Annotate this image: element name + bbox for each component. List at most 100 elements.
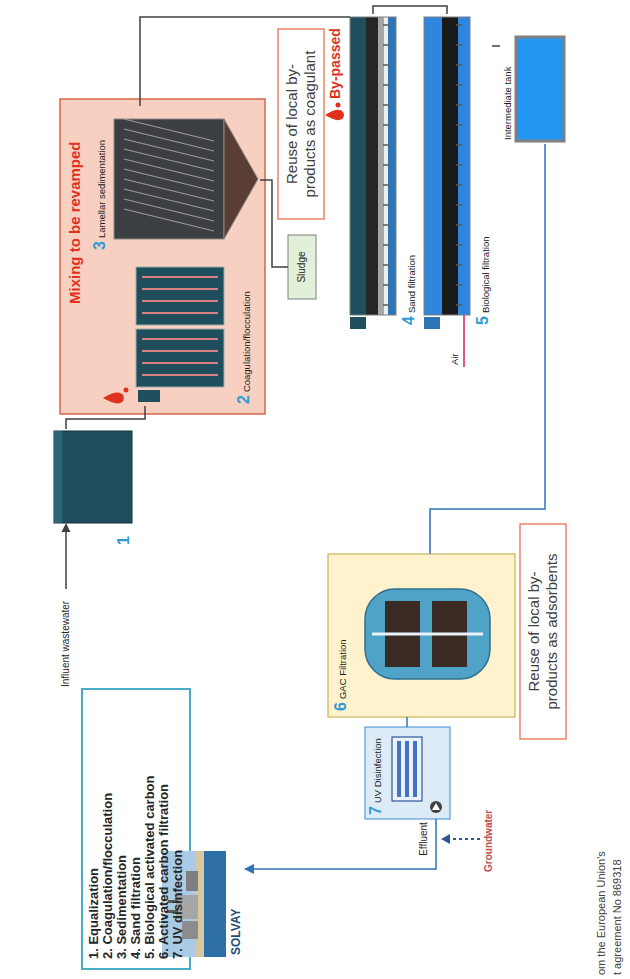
air-line [463, 315, 465, 367]
equalization-tank-drawing [54, 431, 62, 523]
step-number: 1 [116, 536, 132, 545]
groundwater-arrow [449, 838, 480, 840]
biological-filter-drawing [424, 317, 440, 329]
list-item: 3. Sedimentation [115, 855, 129, 959]
unit-label: Intermediate tank [502, 67, 513, 140]
uv-unit-fill [365, 727, 450, 819]
list-item: 7. UV disinfection [171, 850, 185, 959]
step-number: 5 [475, 316, 491, 325]
equalization-tank: 1 [52, 429, 134, 547]
callout-text: Reuse of local by- products as adsorbent… [525, 547, 561, 717]
flow-line [260, 180, 288, 267]
filter-unit: 5 Biological filtration [424, 14, 492, 329]
funding-note: t agreement No 869318 [611, 859, 624, 975]
gac-vessel [372, 633, 483, 636]
gac-unit-fill [328, 554, 515, 717]
air-line [464, 315, 465, 367]
label-anchor: Effluent [418, 820, 430, 858]
label-anchor: Influent wastewater [60, 601, 72, 687]
sand-filter-drawing [350, 317, 366, 329]
unit-label: UV Disinfection [372, 738, 383, 803]
uv-reactor [392, 737, 442, 813]
step-number: 3 [92, 241, 108, 250]
gac-unit: 6GAC Filtration [328, 554, 515, 717]
lamellar-settler [114, 119, 224, 239]
sand-filter-drawing [378, 17, 384, 315]
sand-filter-drawing [383, 25, 389, 305]
intermediate-tank-drawing [516, 37, 564, 141]
influent-arrow [62, 523, 71, 589]
uv-reactor [392, 737, 422, 801]
sludge-box-fill [288, 235, 316, 299]
coagulation-basins [136, 329, 224, 387]
unit-label: Biological filtration [480, 237, 491, 314]
influent-arrow [65, 530, 67, 589]
coagulation-basins [136, 267, 224, 325]
callout-box: Reuse of local by- products as coagulant [278, 29, 324, 219]
callout-box-fill [278, 29, 324, 219]
revamp-zone-fill [60, 99, 265, 414]
bypass-droplet [336, 103, 341, 108]
sludge-box: Sludge [288, 235, 316, 299]
uv-unit: 7 UV Disinfection [365, 727, 450, 819]
label-anchor: Groundwater [483, 810, 495, 872]
site-photo-drawing [186, 871, 198, 891]
step-list-box: 1. Equalization2. Coagulation/flocculati… [82, 689, 190, 969]
dosing-droplet [103, 393, 124, 404]
sand-filter-drawing [350, 17, 366, 315]
label-anchor: t agreement No 869318 [611, 859, 624, 975]
step-number: 7 [368, 806, 384, 815]
flow-line [406, 717, 408, 727]
connectors [66, 6, 545, 869]
revamp-zone: Mixing to be revamped2Coagulation/floccu… [60, 99, 265, 414]
influent-arrow [62, 523, 71, 532]
list-item: 1. Equalization [87, 868, 101, 959]
filter-unit: 4 Sand filtration [350, 14, 418, 329]
biological-filter-drawing [456, 25, 462, 305]
gac-vessel [365, 589, 490, 679]
sand-filter-drawing [350, 17, 396, 315]
equalization-tank-drawing [54, 431, 132, 523]
biological-filter-drawing [424, 17, 470, 315]
step-list-box-fill [82, 689, 190, 969]
equalization-tank-drawing [54, 431, 132, 523]
flow-line [245, 819, 436, 869]
flow-line [140, 17, 350, 106]
groundwater-arrow [441, 834, 480, 844]
funding-note: om the European Union's [595, 851, 608, 975]
groundwater-arrow [441, 834, 450, 844]
bypass-droplet [325, 110, 344, 120]
unit-label: Sand filtration [406, 255, 417, 313]
dosing-droplet [124, 388, 129, 393]
source-label: Groundwater [483, 810, 495, 872]
coagulation-basins [142, 277, 218, 375]
lamellar-settler [114, 119, 258, 239]
biological-filter-drawing [458, 17, 470, 315]
uv-reactor [432, 803, 440, 810]
flow-line [492, 45, 500, 47]
callout-box-fill [520, 524, 566, 739]
bypass-droplet [325, 103, 344, 121]
site-photo-drawing [204, 851, 226, 957]
edge-label: Effluent [418, 820, 430, 858]
callout-box: Reuse of local by- products as adsorbent… [520, 524, 566, 739]
gac-vessel [365, 589, 490, 679]
intermediate-tank-drawing [516, 37, 564, 141]
label-anchor: By-passed [327, 28, 344, 99]
list-item: 6. Activated carbon filtration [157, 784, 171, 959]
label-anchor: om the European Union's [595, 851, 608, 975]
flow-line [373, 6, 447, 14]
biological-filter-drawing [442, 17, 458, 315]
biological-filter-drawing [424, 17, 470, 329]
step-number: 2 [236, 395, 252, 404]
sand-filter-drawing [366, 17, 378, 315]
step-number: 4 [401, 316, 417, 325]
lamellar-settler [124, 119, 214, 231]
sand-filter-drawing [388, 17, 396, 315]
warning-note: Mixing to be revamped [66, 141, 84, 304]
list-item: 2. Coagulation/flocculation [101, 793, 115, 959]
uv-reactor [430, 801, 442, 813]
uv-reactor [399, 741, 415, 797]
